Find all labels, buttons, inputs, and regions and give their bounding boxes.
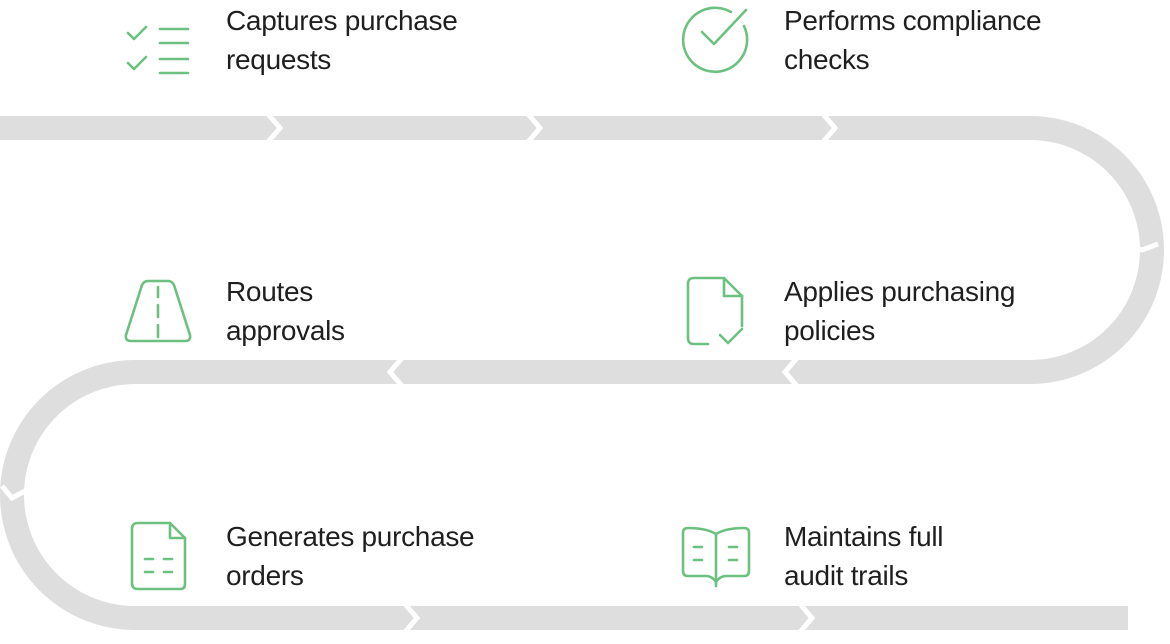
step-label-line2: approvals bbox=[226, 315, 345, 346]
chevron-separator bbox=[1127, 241, 1159, 253]
step-label-line2: requests bbox=[226, 44, 331, 75]
step-maintains-full-audit-trails: Maintains full audit trails bbox=[676, 516, 944, 596]
step-label: Captures purchase requests bbox=[226, 1, 458, 79]
process-track bbox=[0, 116, 1164, 630]
step-label-line1: Routes bbox=[226, 276, 313, 307]
chevron-separator bbox=[386, 356, 404, 388]
step-label: Performs compliance checks bbox=[784, 1, 1042, 79]
checklist-icon bbox=[118, 0, 198, 80]
step-label: Maintains full audit trails bbox=[784, 517, 944, 595]
step-label-line1: Applies purchasing bbox=[784, 276, 1016, 307]
chevron-separator bbox=[781, 356, 799, 388]
step-label-line1: Generates purchase bbox=[226, 521, 475, 552]
chevron-separator bbox=[526, 112, 544, 144]
chevron-separator bbox=[403, 602, 421, 634]
step-captures-purchase-requests: Captures purchase requests bbox=[118, 0, 458, 80]
track-chevrons bbox=[0, 112, 1159, 634]
document-check-icon bbox=[676, 271, 756, 351]
chevron-separator bbox=[821, 112, 839, 144]
step-label: Routes approvals bbox=[226, 272, 345, 350]
check-circle-icon bbox=[676, 0, 756, 80]
step-label-line1: Maintains full bbox=[784, 521, 944, 552]
road-icon bbox=[118, 271, 198, 351]
step-label: Generates purchase orders bbox=[226, 517, 475, 595]
chevron-separator bbox=[0, 484, 29, 502]
step-label-line2: checks bbox=[784, 44, 870, 75]
chevron-separator bbox=[798, 602, 816, 634]
step-label-line1: Performs compliance bbox=[784, 5, 1042, 36]
step-generates-purchase-orders: Generates purchase orders bbox=[118, 516, 475, 596]
step-label-line2: orders bbox=[226, 560, 304, 591]
step-applies-purchasing-policies: Applies purchasing policies bbox=[676, 271, 1016, 351]
step-performs-compliance-checks: Performs compliance checks bbox=[676, 0, 1042, 80]
open-book-icon bbox=[676, 516, 756, 596]
document-form-icon bbox=[118, 516, 198, 596]
step-label-line2: policies bbox=[784, 315, 875, 346]
step-label: Applies purchasing policies bbox=[784, 272, 1016, 350]
step-routes-approvals: Routes approvals bbox=[118, 271, 345, 351]
step-label-line2: audit trails bbox=[784, 560, 909, 591]
chevron-separator bbox=[266, 112, 284, 144]
step-label-line1: Captures purchase bbox=[226, 5, 458, 36]
